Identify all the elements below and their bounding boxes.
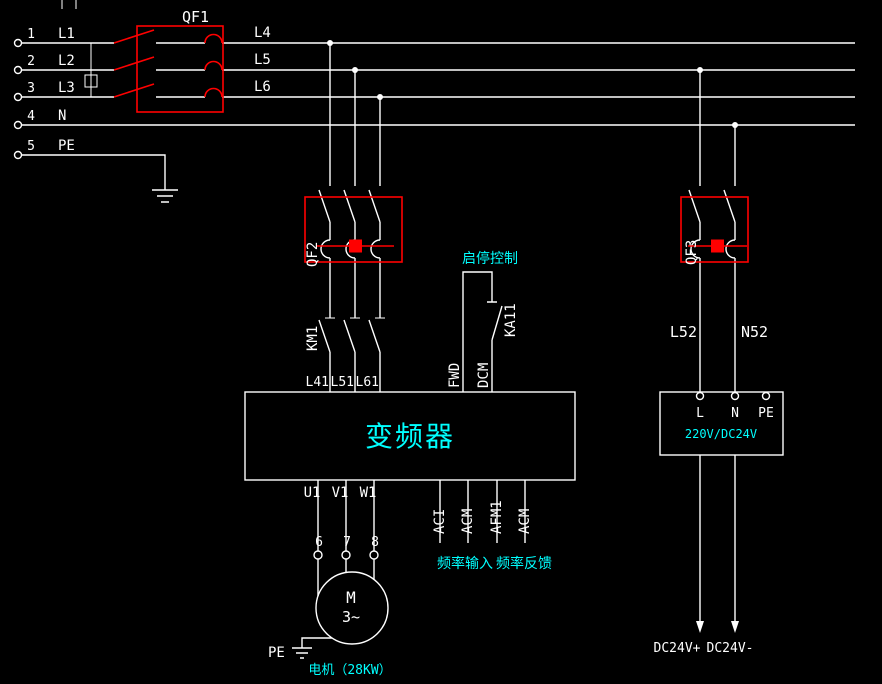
- motor-wires: [317, 480, 375, 596]
- l52-label: L52: [670, 323, 697, 341]
- motor-circuit: U1 V1 W1 6 7 8 M 3~ PE 电机（28KW）: [268, 480, 392, 678]
- terminal-label: L2: [58, 53, 75, 69]
- terminal-circle: [13, 38, 23, 48]
- terminal-number: 4: [27, 109, 35, 124]
- v1-label: V1: [332, 485, 349, 501]
- terminal-number: 5: [27, 139, 35, 154]
- feeder-branch: QF2 KM1 L41 L51 L61: [304, 43, 403, 392]
- breaker-interlock-link: [84, 43, 98, 97]
- n52-label: N52: [741, 323, 768, 341]
- pe-wire-and-ground-icon: [21, 154, 178, 203]
- dc24v-plus-label: DC24V+: [654, 641, 701, 656]
- analog-circuit: ACI ACM AFM1 ACM 频率输入 频率反馈: [432, 480, 552, 572]
- km1-label: KM1: [305, 326, 321, 351]
- psu-terminal-circle: [761, 391, 771, 401]
- motor-terminal-circle: [341, 550, 351, 560]
- qf1-label: QF1: [182, 8, 209, 26]
- terminal-num-7: 7: [343, 535, 351, 550]
- analog-wires: [439, 480, 526, 543]
- power-supply: L N PE 220V/DC24V DC24V+ DC24V-: [654, 391, 784, 656]
- control-wires: [462, 271, 503, 392]
- bus-labels: L4 L5 L6: [254, 25, 271, 95]
- qf1-trip-arcs: [204, 33, 223, 98]
- freq-input-caption: 频率输入: [437, 555, 493, 572]
- motor-pe-label: PE: [268, 645, 285, 661]
- bus-label-l5: L5: [254, 52, 271, 68]
- control-circuit: 启停控制 FWD DCM KA11: [447, 250, 519, 392]
- qf3-linkage-block: [711, 239, 724, 253]
- wire-label-l41: L41: [306, 375, 329, 390]
- fwd-label: FWD: [447, 363, 463, 388]
- arrow-down-icon: [731, 621, 739, 633]
- phase-wire-3: [368, 97, 381, 392]
- ka11-label: KA11: [503, 303, 519, 337]
- inverter-title: 变频器: [365, 420, 455, 453]
- terminal-num-8: 8: [371, 535, 379, 550]
- inverter-box: [244, 391, 576, 481]
- qf2-label: QF2: [305, 242, 321, 267]
- qf2-box: [304, 196, 403, 263]
- psu-n-label: N: [731, 406, 739, 421]
- terminal-circle: [13, 92, 23, 102]
- afm1-label: AFM1: [489, 500, 505, 534]
- qf3-box: [680, 196, 749, 263]
- supply-terminals: 1 L1 2 L2 3 L3 4 N 5 PE: [13, 26, 75, 160]
- qf3-label: QF3: [684, 240, 700, 265]
- motor-symbol: M: [346, 588, 356, 607]
- dc24v-minus-label: DC24V-: [707, 641, 754, 656]
- freq-feedback-caption: 频率反馈: [496, 555, 552, 572]
- motor-caption: 电机（28KW）: [308, 663, 391, 678]
- w1-label: W1: [360, 485, 377, 501]
- terminal-circle: [13, 150, 23, 160]
- motor-ground-icon: [292, 637, 332, 659]
- acm2-label: ACM: [517, 509, 533, 534]
- terminal-label: N: [58, 108, 66, 124]
- psu-pe-label: PE: [758, 406, 774, 421]
- motor-terminal-circle: [369, 550, 379, 560]
- qf1-switch-levers: [113, 29, 155, 98]
- phase-wire-1: [318, 43, 331, 392]
- qf1-box: [136, 25, 224, 113]
- qf2-linkage-block: [349, 239, 362, 253]
- terminal-label: L3: [58, 80, 75, 96]
- interlock-box: [84, 74, 98, 88]
- aci-label: ACI: [432, 509, 448, 534]
- arrow-down-icon: [696, 621, 704, 633]
- terminal-num-6: 6: [315, 535, 323, 550]
- terminal-circle: [13, 65, 23, 75]
- inverter: 变频器: [244, 391, 576, 481]
- motor-circle: [315, 571, 389, 645]
- dcm-label: DCM: [476, 363, 492, 388]
- psu-l-label: L: [696, 406, 704, 421]
- motor-terminal-circle: [313, 550, 323, 560]
- u1-label: U1: [304, 485, 321, 501]
- terminal-number: 2: [27, 54, 35, 69]
- terminal-label: PE: [58, 138, 75, 154]
- terminal-number: 3: [27, 81, 35, 96]
- power-bus-lines: [21, 42, 855, 203]
- acm-label: ACM: [460, 509, 476, 534]
- bus-label-l4: L4: [254, 25, 271, 41]
- psu-terminal-circle: [730, 391, 740, 401]
- aux-branch: QF3 L52 N52: [670, 70, 768, 393]
- terminal-number: 1: [27, 27, 35, 42]
- aux-wire-n: [723, 125, 736, 393]
- junction-dots: [327, 40, 738, 128]
- psu-box: [659, 391, 784, 456]
- wire-label-l61: L61: [356, 375, 379, 390]
- aux-wire-l: [688, 70, 701, 393]
- wire-label-l51: L51: [331, 375, 354, 390]
- breaker-qf1: QF1: [113, 8, 224, 113]
- border-marks: [61, 0, 77, 9]
- terminal-circle: [13, 120, 23, 130]
- phase-wire-2: [343, 70, 356, 392]
- terminal-label: L1: [58, 26, 75, 42]
- bus-label-l6: L6: [254, 79, 271, 95]
- psu-voltage-label: 220V/DC24V: [685, 427, 757, 441]
- control-caption: 启停控制: [462, 250, 518, 267]
- psu-terminal-circle: [695, 391, 705, 401]
- dc-output-wires: [699, 455, 736, 622]
- motor-phase: 3~: [342, 608, 360, 626]
